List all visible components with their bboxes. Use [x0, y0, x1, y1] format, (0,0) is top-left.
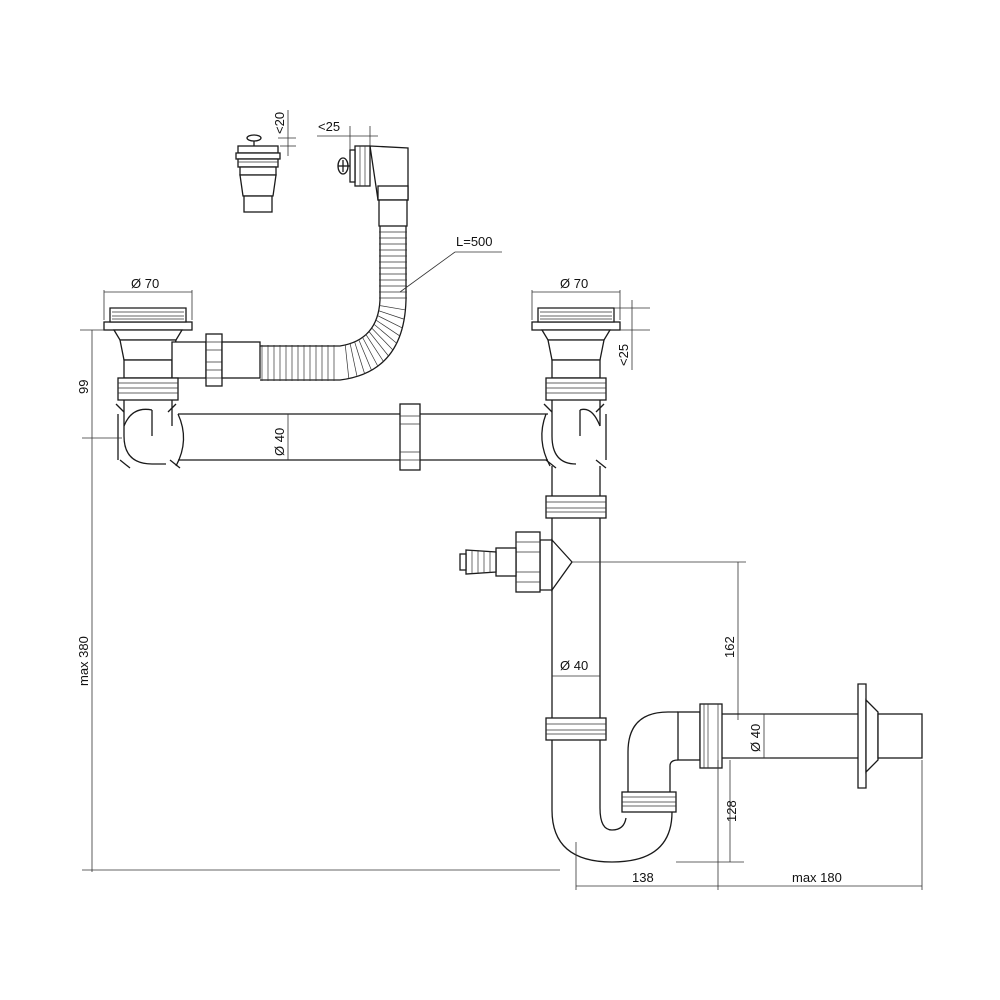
wall-flange-outlet: [857, 683, 923, 789]
hose-rib: [354, 341, 365, 374]
label-left-outlet-diameter: Ø 70: [131, 276, 159, 291]
label-side-inlet-height: 162: [722, 636, 737, 658]
dimension-outlet-length: max 180: [718, 760, 923, 890]
hose-rib: [371, 327, 394, 351]
p-trap: [551, 703, 866, 863]
stopper-plug: [235, 134, 281, 213]
label-outlet-diameter: Ø 40: [748, 724, 763, 752]
dimension-side-inlet-height: 162: [572, 561, 746, 720]
hose-rib: [358, 339, 372, 371]
label-overflow-width: <25: [318, 119, 340, 134]
label-outlet-length: max 180: [792, 870, 842, 885]
label-hose-length: L=500: [456, 234, 493, 249]
label-crossbar-diameter: Ø 40: [272, 428, 287, 456]
hose-rib: [378, 310, 405, 320]
right-sink-outlet: [531, 307, 621, 469]
dimension-total-height: max 380 99: [76, 329, 560, 872]
dimension-plug-height: <20: [272, 110, 296, 156]
label-right-outlet-height: <25: [616, 344, 631, 366]
label-plug-height: <20: [272, 112, 287, 134]
label-total-height: max 380: [76, 636, 91, 686]
hose-rib: [349, 343, 358, 377]
label-left-height: 99: [76, 380, 91, 394]
dimension-trap-height: 128: [676, 760, 744, 863]
dimension-hose-length: L=500: [399, 234, 502, 293]
dimension-trap-width: 138: [575, 760, 719, 890]
hose-rib: [377, 315, 403, 329]
side-inlet-connector: [459, 531, 573, 593]
dimension-crossbar-diameter: Ø 40: [272, 414, 289, 460]
hose-rib: [365, 334, 384, 362]
hose-rib: [362, 337, 379, 367]
left-sink-outlet: [103, 307, 261, 469]
dimension-overflow-width: <25: [317, 119, 378, 150]
label-right-outlet-diameter: Ø 70: [560, 276, 588, 291]
hose-rib: [344, 344, 350, 379]
hose-rib: [379, 305, 406, 311]
label-vertical-diameter: Ø 40: [560, 658, 588, 673]
dimension-right-outlet-height: <25: [614, 300, 650, 370]
label-trap-width: 138: [632, 870, 654, 885]
dimension-left-outlet-diameter: Ø 70: [103, 276, 193, 320]
hose-rib: [375, 319, 400, 337]
vertical-riser-pipe: [545, 466, 607, 741]
hose-rib: [368, 331, 389, 357]
label-trap-height: 128: [724, 800, 739, 822]
overflow-head: [337, 145, 409, 227]
dimension-vertical-diameter: Ø 40: [552, 658, 600, 677]
dimension-outlet-diameter: Ø 40: [740, 713, 770, 759]
dimension-right-outlet-diameter: Ø 70: [531, 276, 621, 320]
crossbar-pipe: [178, 403, 548, 471]
corrugated-hose: [260, 226, 407, 381]
hose-rib: [373, 323, 397, 344]
